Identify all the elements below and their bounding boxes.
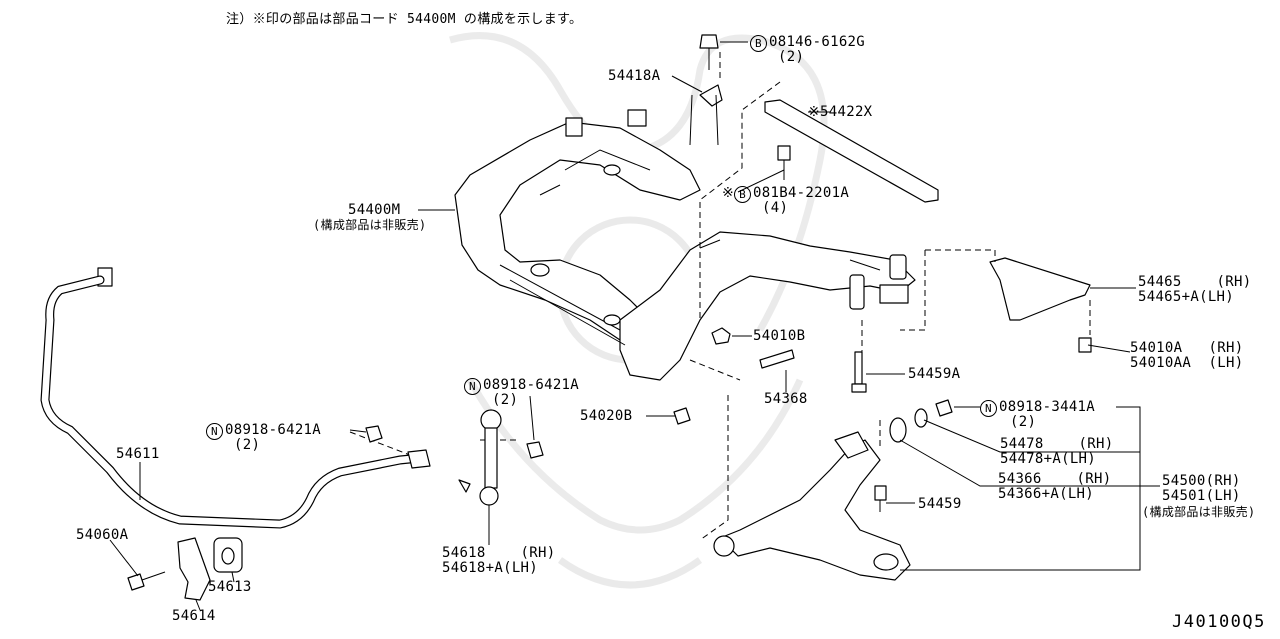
- part-label-54459[interactable]: 54459: [918, 496, 962, 512]
- lower-control-arm: [713, 431, 911, 581]
- bracket-54418a: [689, 34, 723, 146]
- quantity-label: (2): [234, 437, 261, 453]
- circle-N-icon: N: [206, 423, 223, 440]
- part-label-54459a[interactable]: 54459A: [908, 366, 961, 382]
- part-number: 081B4-2201A: [753, 185, 850, 201]
- not-sold-note: (構成部品は非販売): [1142, 505, 1256, 519]
- part-label-54478-lh[interactable]: 54478+A(LH): [1000, 451, 1097, 467]
- quantity-label: (2): [778, 49, 805, 65]
- front-subframe: [454, 109, 916, 381]
- brace-54422x: [764, 99, 939, 203]
- part-number: 08918-6421A: [225, 422, 322, 438]
- part-number: 08918-6421A: [483, 377, 580, 393]
- part-number: 08918-3441A: [999, 399, 1096, 415]
- stabilizer-link: [479, 409, 502, 506]
- asterisk-marker: ※: [722, 185, 735, 201]
- stabilizer-bar: [40, 267, 431, 529]
- part-label-54418a[interactable]: 54418A: [608, 68, 661, 84]
- leader-lines: [109, 41, 1160, 611]
- part-label-54010a-rh[interactable]: 54010A (RH): [1130, 340, 1244, 356]
- circle-N-icon: N: [980, 400, 997, 417]
- part-label-54368[interactable]: 54368: [764, 391, 808, 407]
- guide-lines: [349, 52, 1091, 541]
- part-number: 54422X: [820, 104, 873, 120]
- document-id: J40100Q5: [1172, 612, 1266, 632]
- asterisk-marker: ※: [808, 104, 821, 120]
- part-label-54060a[interactable]: 54060A: [76, 527, 129, 543]
- part-label-54618-rh[interactable]: 54618 (RH): [442, 545, 556, 561]
- part-label-54465-lh[interactable]: 54465+A(LH): [1138, 289, 1235, 305]
- quantity-label: (4): [762, 200, 789, 216]
- part-label-54501-lh[interactable]: 54501(LH): [1162, 488, 1241, 504]
- bushing-and-clamp: [127, 537, 243, 601]
- quantity-label: (2): [492, 392, 519, 408]
- not-sold-note: (構成部品は非販売): [313, 218, 427, 232]
- part-label-54366-lh[interactable]: 54366+A(LH): [998, 486, 1095, 502]
- bracket-54465: [989, 257, 1092, 353]
- part-label-54613[interactable]: 54613: [208, 579, 252, 595]
- circle-N-icon: N: [464, 378, 481, 395]
- part-label-54465-rh[interactable]: 54465 (RH): [1138, 274, 1252, 290]
- fasteners: [365, 327, 953, 512]
- part-number: 08146-6162G: [769, 34, 866, 50]
- part-label-54400m[interactable]: 54400M: [348, 202, 401, 218]
- part-label-54366-rh[interactable]: 54366 (RH): [998, 471, 1112, 487]
- part-label-54478-rh[interactable]: 54478 (RH): [1000, 436, 1114, 452]
- part-label-54422x[interactable]: ※54422X: [808, 105, 872, 120]
- part-label-54500-rh[interactable]: 54500(RH): [1162, 473, 1241, 489]
- circle-B-icon: B: [734, 186, 752, 203]
- part-label-54618-lh[interactable]: 54618+A(LH): [442, 560, 539, 576]
- part-label-54614[interactable]: 54614: [172, 608, 216, 624]
- part-label-54010b[interactable]: 54010B: [753, 328, 806, 344]
- part-label-54611[interactable]: 54611: [116, 446, 160, 462]
- header-note: 注）※印の部品は部品コード 54400M の構成を示します。: [226, 12, 583, 27]
- quantity-label: (2): [1010, 414, 1037, 430]
- part-label-54020b[interactable]: 54020B: [580, 408, 633, 424]
- part-label-54010aa-lh[interactable]: 54010AA (LH): [1130, 355, 1244, 371]
- circle-B-icon: B: [750, 35, 767, 52]
